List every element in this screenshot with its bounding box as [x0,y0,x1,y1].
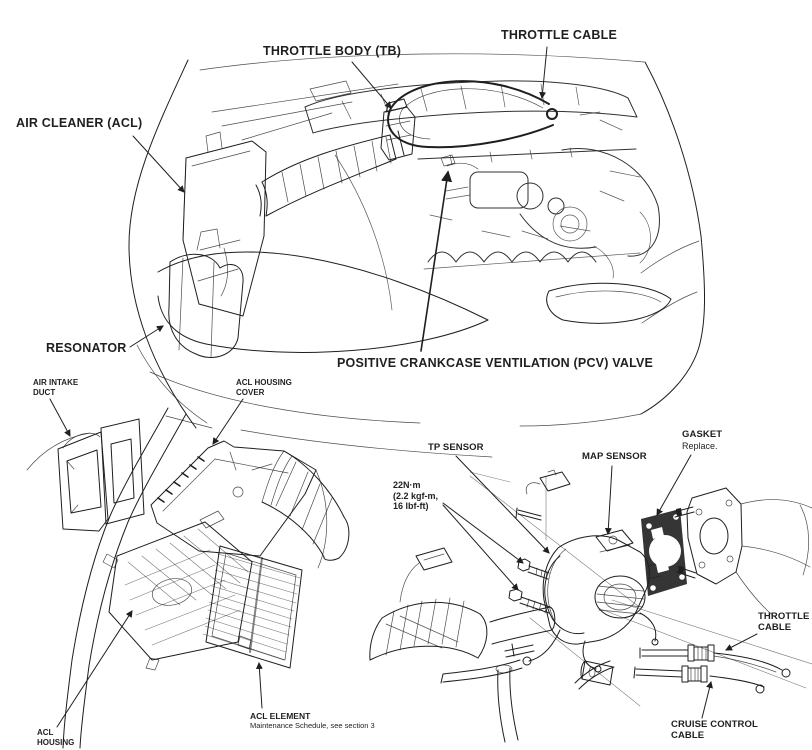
throttle-body-arrow [351,61,392,109]
throttle-cable-line [387,80,554,149]
label-throttle-cable-br: THROTTLE CABLE [758,611,810,633]
gasket-arrow [656,454,692,516]
acl-element-title: ACL ELEMENT [250,711,311,721]
engine-block-detail [304,80,660,311]
label-acl-housing-cover: ACL HOUSING COVER [236,378,292,397]
air-cleaner-arrow [132,135,185,193]
torque-arrow-upper [442,502,524,564]
car-body-outline [128,53,706,429]
body-context-lines [26,407,493,749]
label-acl-housing: ACL HOUSING [37,728,75,747]
gasket-title: GASKET [682,429,723,440]
air-intake-duct-arrow [49,398,71,437]
acl-housing-drawing [102,521,253,671]
label-pcv-valve: POSITIVE CRANKCASE VENTILATION (PCV) VAL… [337,356,654,370]
engine-bay-callout-arrows [129,46,548,352]
resonator-arrow [129,325,164,348]
acl-element-drawing [202,545,303,669]
label-acl-element: ACL ELEMENT Maintenance Schedule, see se… [250,711,375,730]
torque-line-3: 16 lbf-ft) [393,501,429,511]
tp-sensor-connector-drawing [525,469,571,495]
intake-hoses-drawing [369,547,615,743]
label-cruise-control-cable: CRUISE CONTROL CABLE [671,719,758,741]
label-throttle-body: THROTTLE BODY (TB) [263,44,402,58]
acl-callout-leaders [49,398,263,728]
gasket-note: Replace. [682,440,718,451]
throttle-body-exploded-drawing [369,454,812,743]
cables-drawing [633,644,791,694]
air-cleaner-and-intake-drawing [168,80,558,358]
assembly-axis-lines [469,471,812,707]
label-throttle-cable-top: THROTTLE CABLE [501,28,617,42]
acl-element-note: Maintenance Schedule, see section 3 [250,721,375,730]
engine-bay-drawing [128,46,706,429]
throttle-cable-arrow-br [725,633,758,651]
throttle-cable-arrow [539,46,548,100]
torque-line-2: (2.2 kgf-m, [393,490,439,501]
label-resonator: RESONATOR [46,341,127,355]
label-gasket: GASKET Replace. [682,429,723,451]
torque-arrow-lower [442,504,519,591]
label-air-intake-duct: AIR INTAKE DUCT [33,378,79,397]
cruise-control-cable-arrow [701,680,713,719]
pcv-valve-arrow [420,170,453,352]
tp-sensor-arrow [455,455,550,554]
label-tp-sensor: TP SENSOR [428,442,484,453]
air-cleaner-exploded-drawing [26,398,493,749]
torque-line-1: 22N·m [393,480,421,490]
acl-housing-cover-arrow [212,398,244,445]
acl-housing-arrow [56,610,133,728]
gasket-drawing [641,509,687,596]
manifold-flange-drawing [673,487,812,619]
label-map-sensor: MAP SENSOR [582,451,647,462]
label-air-cleaner: AIR CLEANER (ACL) [16,116,143,130]
acl-element-arrow [255,661,263,709]
label-torque-spec: 22N·m (2.2 kgf-m, 16 lbf-ft) [393,480,438,512]
air-intake-duct-drawing [57,418,145,532]
map-sensor-arrow [604,465,613,536]
acl-housing-cover-drawing [150,440,350,569]
tb-callout-leaders [442,454,758,719]
